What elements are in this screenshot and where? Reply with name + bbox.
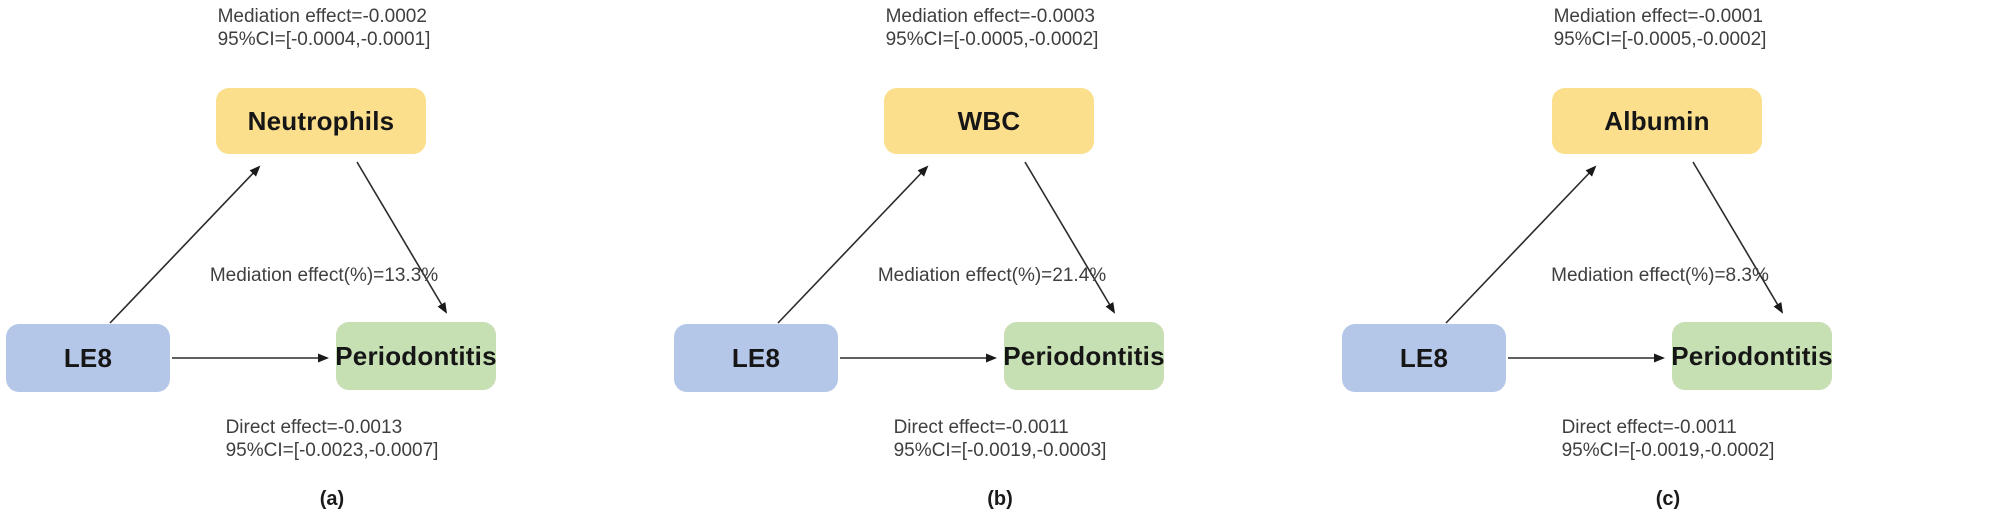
mediation-percent-note: Mediation effect(%)=13.3% bbox=[209, 265, 439, 286]
direct-effect-line1: Direct effect=-0.0013 bbox=[225, 417, 403, 438]
mediator-label: WBC bbox=[957, 105, 1021, 136]
indirect-effect-note: Mediation effect=-0.0003 95%CI=[-0.0005,… bbox=[886, 5, 1099, 51]
arrow-exposure-to-mediator bbox=[777, 165, 929, 324]
panel-label-b: (b) bbox=[987, 488, 1013, 510]
indirect-effect-line1: Mediation effect=-0.0003 bbox=[885, 6, 1095, 27]
direct-effect-line2: 95%CI=[-0.0019,-0.0003] bbox=[893, 440, 1107, 461]
exposure-box: LE8 bbox=[1342, 324, 1506, 392]
mediator-box: Neutrophils bbox=[216, 88, 426, 154]
arrow-exposure-to-mediator bbox=[109, 165, 261, 324]
mediator-box: WBC bbox=[884, 88, 1094, 154]
exposure-box: LE8 bbox=[6, 324, 170, 392]
direct-effect-line2: 95%CI=[-0.0019,-0.0002] bbox=[1561, 440, 1775, 461]
mediator-box: Albumin bbox=[1552, 88, 1762, 154]
indirect-effect-line1: Mediation effect=-0.0002 bbox=[217, 6, 427, 27]
outcome-label: Periodontitis bbox=[335, 340, 497, 371]
direct-effect-line1: Direct effect=-0.0011 bbox=[893, 417, 1069, 438]
outcome-box: Periodontitis bbox=[1003, 322, 1165, 390]
exposure-label: LE8 bbox=[63, 342, 113, 373]
arrow-mediator-to-outcome bbox=[1692, 161, 1784, 314]
arrow-mediator-to-outcome bbox=[356, 161, 448, 314]
indirect-effect-line2: 95%CI=[-0.0005,-0.0002] bbox=[1553, 29, 1767, 50]
mediation-panel-c: Mediation effect=-0.0001 95%CI=[-0.0005,… bbox=[1336, 0, 2005, 528]
direct-effect-line2: 95%CI=[-0.0023,-0.0007] bbox=[225, 440, 439, 461]
direct-effect-note: Direct effect=-0.0013 95%CI=[-0.0023,-0.… bbox=[226, 416, 439, 462]
direct-effect-note: Direct effect=-0.0011 95%CI=[-0.0019,-0.… bbox=[1562, 416, 1775, 462]
panel-label-a: (a) bbox=[319, 488, 345, 510]
direct-effect-note: Direct effect=-0.0011 95%CI=[-0.0019,-0.… bbox=[894, 416, 1107, 462]
exposure-label: LE8 bbox=[1399, 342, 1449, 373]
outcome-label: Periodontitis bbox=[1671, 340, 1833, 371]
indirect-effect-line2: 95%CI=[-0.0005,-0.0002] bbox=[885, 29, 1099, 50]
arrow-exposure-to-mediator bbox=[1445, 165, 1597, 324]
indirect-effect-note: Mediation effect=-0.0001 95%CI=[-0.0005,… bbox=[1554, 5, 1767, 51]
direct-effect-line1: Direct effect=-0.0011 bbox=[1561, 417, 1737, 438]
arrow-mediator-to-outcome bbox=[1024, 161, 1116, 314]
panel-label-c: (c) bbox=[1655, 488, 1681, 510]
indirect-effect-line2: 95%CI=[-0.0004,-0.0001] bbox=[217, 29, 431, 50]
outcome-box: Periodontitis bbox=[335, 322, 497, 390]
mediation-percent-note: Mediation effect(%)=21.4% bbox=[877, 265, 1107, 286]
mediation-percent-note: Mediation effect(%)=8.3% bbox=[1551, 265, 1769, 286]
indirect-effect-line1: Mediation effect=-0.0001 bbox=[1553, 6, 1763, 27]
exposure-box: LE8 bbox=[674, 324, 838, 392]
exposure-label: LE8 bbox=[731, 342, 781, 373]
outcome-box: Periodontitis bbox=[1671, 322, 1833, 390]
indirect-effect-note: Mediation effect=-0.0002 95%CI=[-0.0004,… bbox=[218, 5, 431, 51]
mediator-label: Neutrophils bbox=[247, 105, 395, 136]
mediation-panel-a: Mediation effect=-0.0002 95%CI=[-0.0004,… bbox=[0, 0, 669, 528]
outcome-label: Periodontitis bbox=[1003, 340, 1165, 371]
mediator-label: Albumin bbox=[1604, 105, 1710, 136]
mediation-panel-b: Mediation effect=-0.0003 95%CI=[-0.0005,… bbox=[668, 0, 1337, 528]
